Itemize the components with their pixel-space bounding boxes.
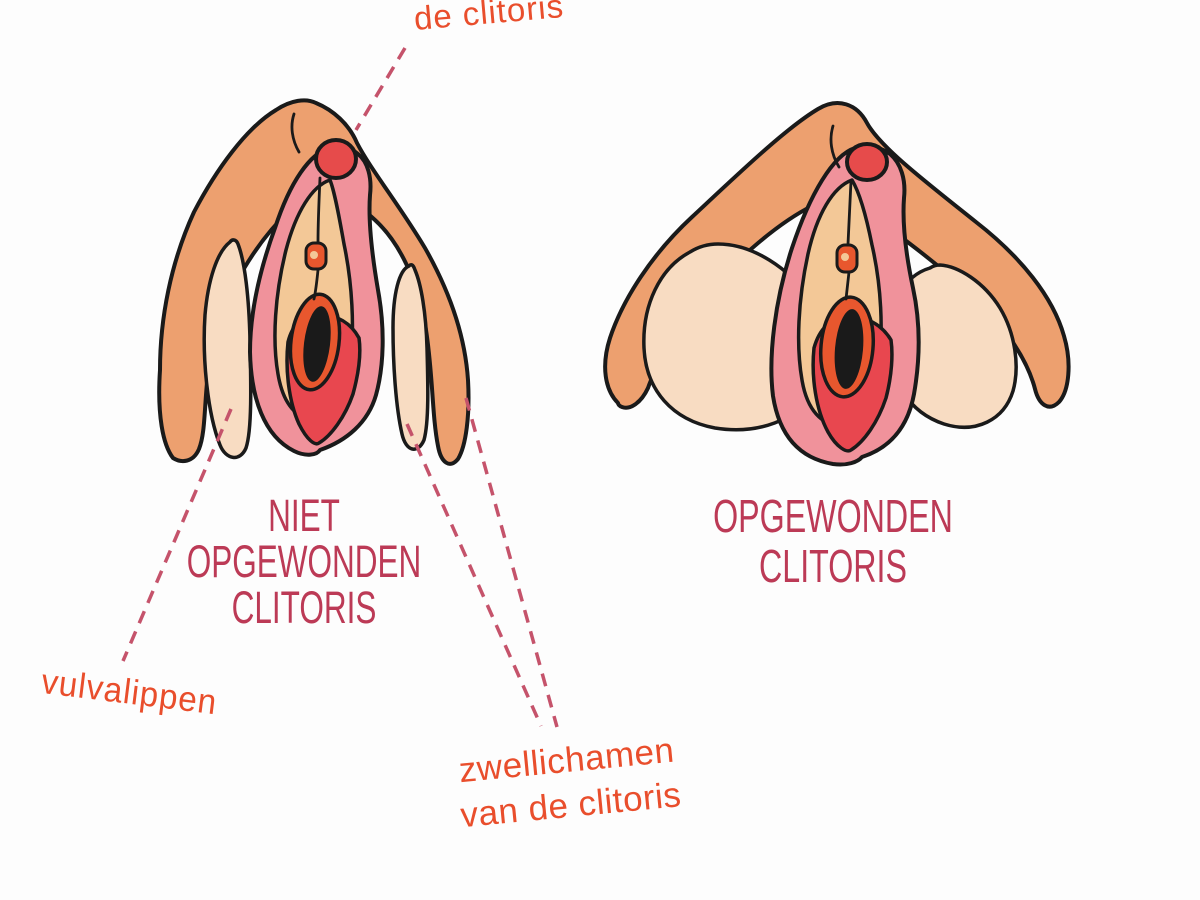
hood-crease-line [829,124,841,169]
clitoral-glans [314,138,358,180]
vestibular-bulb-right [391,263,430,451]
caption-unaroused-clitoris: NIET OPGEWONDEN CLITORIS [185,493,423,631]
urethra-line [312,268,320,301]
figure-unaroused-clitoris [157,98,471,466]
figure-aroused-clitoris [603,101,1071,467]
hood-crease-line [290,112,301,154]
shaft-line [846,179,853,246]
clitoral-hood-and-crura [157,98,471,466]
vaginal-opening [834,309,864,389]
vestibular-bulb-left [202,238,253,460]
caption-unaroused-line-3: CLITORIS [231,582,377,633]
caption-unaroused-line-2: OPGEWONDEN [186,536,422,587]
leader-line-de-clitoris [354,47,407,131]
shaft-line [316,176,322,244]
urethra-line [844,270,851,301]
leader-line-zwellichamen-right [464,397,559,728]
clitoral-glans [845,142,889,182]
leader-line-vulvalippen [121,408,233,662]
caption-aroused-line-1: OPGEWONDEN [713,490,953,542]
urethral-opening-center [310,251,318,259]
caption-aroused-line-2: CLITORIS [759,540,907,592]
caption-unaroused-line-1: NIET [268,490,340,541]
urethral-opening-center [841,253,849,261]
vaginal-opening [303,306,331,382]
annotation-leader-lines [121,47,559,728]
leader-line-zwellichamen-left [405,423,543,727]
caption-aroused-clitoris: OPGEWONDEN CLITORIS [707,491,959,591]
